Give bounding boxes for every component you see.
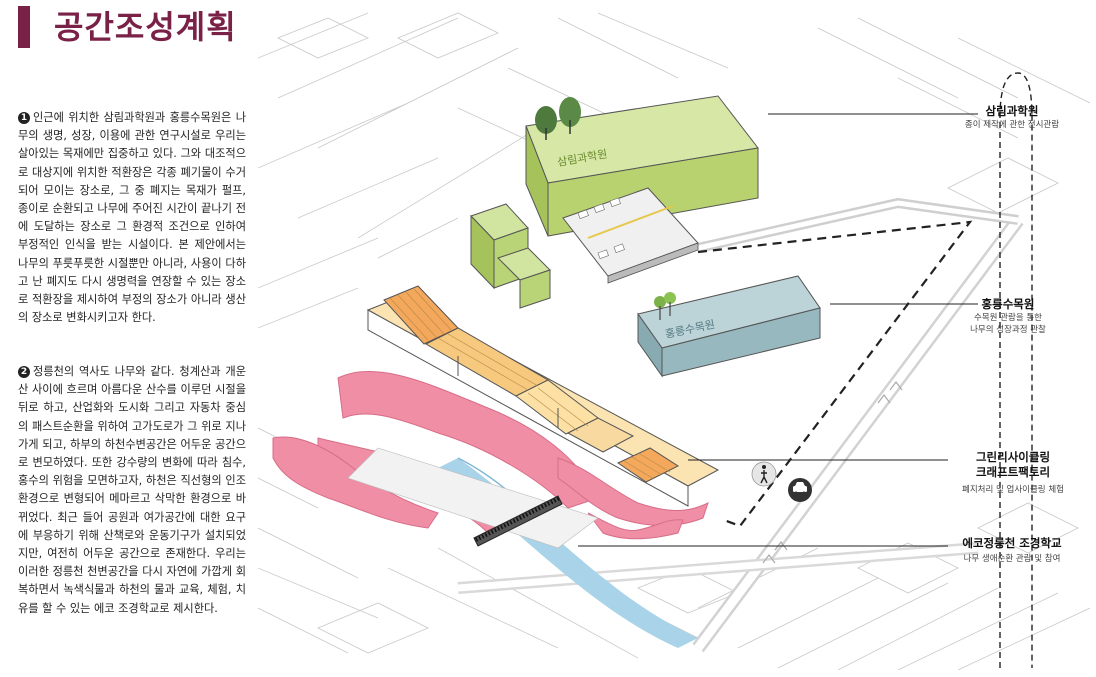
callout-leader-lines [578, 113, 978, 547]
recycling-craft-factory [366, 285, 720, 507]
paragraph-2-text: 정릉천의 역사도 나무와 같다. 청계산과 개운산 사이에 흐르며 아름다운 산… [18, 365, 246, 615]
site-plan-diagram: 삼림과학원 [257, 8, 1091, 671]
callout-eco-school: 에코정릉천 조경학교 나무 생애순환 관람 및 참여 [934, 536, 1090, 565]
arboretum-building: 홍릉수목원 [637, 275, 821, 378]
main-road [457, 197, 1024, 653]
parking-lot [562, 187, 699, 284]
callout-title: 에코정릉천 조경학교 [962, 536, 1062, 550]
page-title: 공간조성계획 [54, 8, 237, 46]
car-icon [788, 478, 812, 502]
city-context [257, 12, 1091, 671]
callout-title: 그린리사이클링 [975, 450, 1051, 464]
walking-route [697, 220, 973, 528]
paved-plaza [347, 447, 599, 549]
callout-recycling-factory: 그린리사이클링 크래프트팩토리 폐지처리 및 업사이클링 체험 [938, 450, 1088, 496]
callout-forest-institute: 삼림과학원 종이 제작에 관한 전시관람 [942, 104, 1082, 131]
callout-subtitle: 나무의 성장과정 관찰 [970, 325, 1046, 335]
paragraph-1-text: 인근에 위치한 삼림과학원과 홍릉수목원은 나무의 생명, 성장, 이용에 관한… [18, 111, 246, 325]
callout-arboretum: 홍릉수목원 수목원 관람을 통한 나무의 성장과정 관찰 [938, 297, 1078, 336]
paragraph-1-number: 1 [18, 112, 30, 124]
annex-building [470, 203, 551, 309]
paragraph-2-number: 2 [18, 366, 30, 378]
callout-subtitle: 수목원 관람을 통한 [974, 313, 1042, 323]
pedestrian-bridge [473, 495, 563, 547]
title-accent-bar [18, 6, 30, 48]
callout-title: 삼림과학원 [985, 104, 1039, 118]
callout-title: 홍릉수목원 [981, 297, 1035, 311]
callout-subtitle: 종이 제작에 관한 전시관람 [964, 120, 1060, 130]
callout-subtitle: 나무 생애순환 관람 및 참여 [963, 554, 1061, 564]
tree-icon [535, 97, 581, 140]
pedestrian-icon [751, 461, 777, 487]
axonometric-site-drawing: 삼림과학원 [257, 12, 1091, 671]
callout-subtitle: 폐지처리 및 업사이클링 체험 [962, 485, 1064, 495]
callout-title-line2: 크래프트팩토리 [975, 465, 1051, 479]
loop-route [999, 72, 1033, 668]
tree-icon [654, 292, 676, 320]
